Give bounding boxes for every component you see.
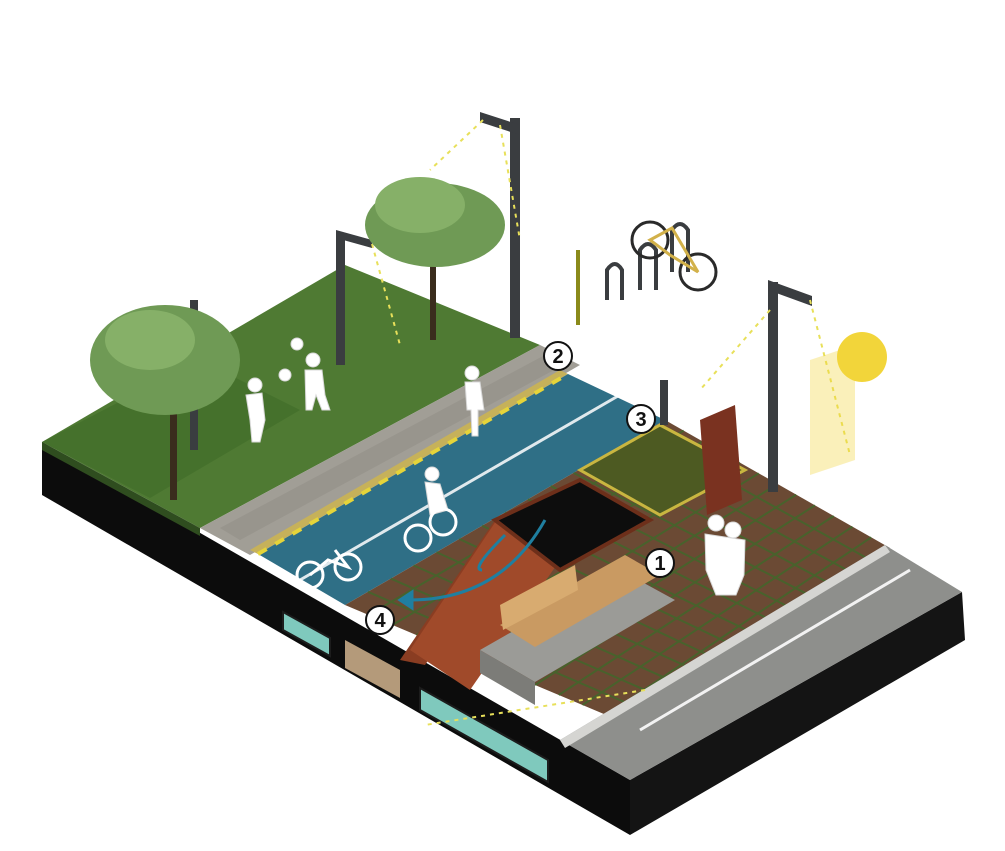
road-surface bbox=[560, 545, 962, 780]
bike-lane-centerline bbox=[299, 394, 619, 582]
tree-canopy bbox=[105, 310, 195, 370]
bike-symbol-wheel bbox=[333, 552, 363, 582]
pavilion-column bbox=[700, 405, 742, 515]
street-lamp-icon bbox=[576, 250, 580, 325]
ramp-slope bbox=[410, 515, 560, 690]
bike-wheel bbox=[678, 252, 718, 292]
marker-1: 1 bbox=[645, 548, 675, 578]
cyclist-icon bbox=[403, 466, 458, 553]
bike-lane bbox=[256, 372, 665, 605]
person-icon bbox=[704, 514, 746, 596]
lamp-arm bbox=[336, 230, 372, 248]
water-arrow bbox=[409, 519, 547, 602]
marker-4: 4 bbox=[365, 605, 395, 635]
water-arrow bbox=[477, 533, 507, 572]
lamp-arm bbox=[768, 280, 812, 306]
road-lane-line bbox=[639, 568, 911, 732]
ball bbox=[290, 337, 304, 351]
hanging-bicycle-icon bbox=[630, 220, 718, 292]
bench-back bbox=[500, 565, 578, 630]
street-lamp-icon bbox=[336, 235, 345, 365]
water-flow-arrows bbox=[397, 519, 547, 611]
curb bbox=[560, 545, 890, 748]
person-body bbox=[464, 381, 485, 437]
marker-label: 1 bbox=[654, 553, 665, 575]
person-icon bbox=[290, 337, 331, 411]
tree-icon bbox=[90, 305, 240, 500]
marker-label: 2 bbox=[552, 346, 563, 368]
canal-window-left bbox=[282, 610, 331, 658]
plaza-grid-line bbox=[558, 515, 835, 696]
person-body bbox=[704, 533, 746, 596]
person-head bbox=[464, 365, 480, 381]
person-body bbox=[304, 369, 331, 411]
bench-front bbox=[480, 650, 535, 705]
person-body bbox=[245, 392, 266, 443]
marker-circle bbox=[645, 548, 675, 578]
light-beam bbox=[429, 119, 484, 171]
person-head bbox=[247, 377, 263, 393]
tree-trunk bbox=[170, 370, 177, 500]
light-beam bbox=[699, 309, 771, 391]
marker-circle bbox=[626, 404, 656, 434]
sun-ray-beam bbox=[810, 345, 855, 475]
number-markers: 1 2 3 4 bbox=[365, 341, 675, 635]
ball bbox=[278, 368, 292, 382]
soil-layer-window bbox=[345, 640, 400, 698]
rack-hoop bbox=[605, 262, 624, 300]
bench-seat bbox=[500, 555, 660, 647]
canal-window-right bbox=[419, 686, 549, 784]
person-head bbox=[707, 514, 725, 532]
bike-symbol-wheel bbox=[295, 560, 325, 590]
right-side-face bbox=[630, 592, 965, 835]
person-head bbox=[305, 352, 321, 368]
sun-disc bbox=[837, 332, 887, 382]
plaza-grid-line bbox=[581, 525, 854, 706]
pavilion-roof-dark bbox=[491, 477, 655, 573]
tree-icon bbox=[365, 177, 505, 340]
person-icon bbox=[464, 365, 485, 437]
bike-frame bbox=[647, 225, 700, 274]
street-lamp-icon bbox=[510, 118, 520, 338]
person-icon bbox=[245, 368, 292, 443]
tactile-strip bbox=[250, 370, 568, 554]
trees bbox=[90, 177, 505, 500]
bench bbox=[480, 555, 675, 705]
tree-canopy bbox=[375, 177, 465, 233]
plaza-grid-line bbox=[605, 536, 872, 716]
light-beam bbox=[424, 689, 646, 726]
marker-circle bbox=[543, 341, 573, 371]
marker-label: 3 bbox=[635, 409, 646, 431]
pavilion bbox=[400, 405, 749, 690]
cyclist-head bbox=[424, 466, 440, 482]
bike-symbol-frame bbox=[309, 549, 353, 577]
person-head bbox=[724, 521, 742, 539]
bike-lane-surface bbox=[258, 374, 665, 605]
bench-base bbox=[480, 570, 675, 682]
lamp-arm bbox=[480, 112, 520, 135]
street-lamp-icon bbox=[768, 282, 778, 492]
street-lamp-icon bbox=[660, 380, 668, 425]
green-roof bbox=[576, 423, 749, 517]
tree-trunk bbox=[430, 240, 436, 340]
bike-wheel bbox=[428, 507, 458, 537]
people bbox=[245, 337, 746, 596]
lawn-edge-light bbox=[42, 442, 200, 536]
water-arrowhead bbox=[397, 589, 414, 611]
bike-wheel bbox=[630, 220, 670, 260]
sun-icon bbox=[810, 332, 887, 475]
marker-3: 3 bbox=[626, 404, 656, 434]
marker-label: 4 bbox=[374, 610, 386, 632]
road bbox=[560, 545, 962, 780]
light-beam bbox=[499, 124, 521, 241]
bicycle-symbol-icon bbox=[295, 549, 363, 590]
marker-circle bbox=[365, 605, 395, 635]
bike-wheel bbox=[403, 523, 433, 553]
plaza-grid-line bbox=[534, 504, 816, 686]
marker-2: 2 bbox=[543, 341, 573, 371]
rack-hoop bbox=[638, 242, 658, 290]
block-sides bbox=[42, 442, 965, 835]
